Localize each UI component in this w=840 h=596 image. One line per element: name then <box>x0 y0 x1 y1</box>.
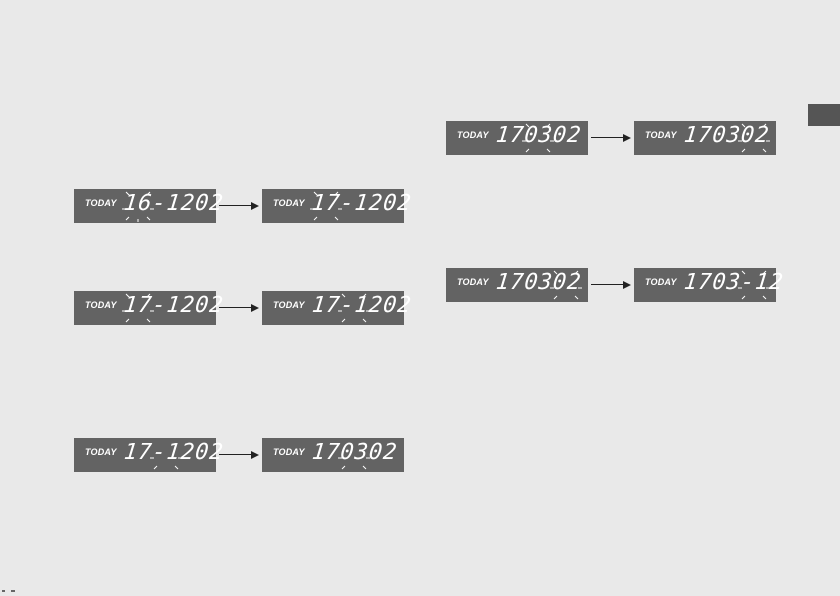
blink-indicator-icon <box>262 438 404 472</box>
lcd-display-4: TODAY 17-1202 <box>262 291 404 325</box>
corner-mark-icon <box>2 590 18 592</box>
blink-indicator-icon <box>634 121 776 155</box>
section-tab <box>808 104 840 126</box>
lcd-display-2: TODAY 17-1202 <box>262 189 404 223</box>
lcd-display-8: TODAY 170302 <box>634 121 776 155</box>
blink-indicator-icon <box>634 268 776 302</box>
arrow-icon <box>219 202 259 210</box>
blink-indicator-icon <box>74 291 216 325</box>
lcd-display-1: TODAY 16-1202 <box>74 189 216 223</box>
lcd-display-9: TODAY 170302 <box>446 268 588 302</box>
blink-indicator-icon <box>74 189 216 223</box>
blink-indicator-icon <box>74 438 216 472</box>
arrow-icon <box>591 281 631 289</box>
lcd-display-7: TODAY 170302 <box>446 121 588 155</box>
arrow-icon <box>591 134 631 142</box>
lcd-display-5: TODAY 17-1202 <box>74 438 216 472</box>
arrow-icon <box>219 304 259 312</box>
blink-indicator-icon <box>446 268 588 302</box>
lcd-display-6: TODAY 170302 <box>262 438 404 472</box>
blink-indicator-icon <box>446 121 588 155</box>
blink-indicator-icon <box>262 291 404 325</box>
arrow-icon <box>219 451 259 459</box>
lcd-display-3: TODAY 17-1202 <box>74 291 216 325</box>
lcd-display-10: TODAY 1703-12 <box>634 268 776 302</box>
blink-indicator-icon <box>262 189 404 223</box>
